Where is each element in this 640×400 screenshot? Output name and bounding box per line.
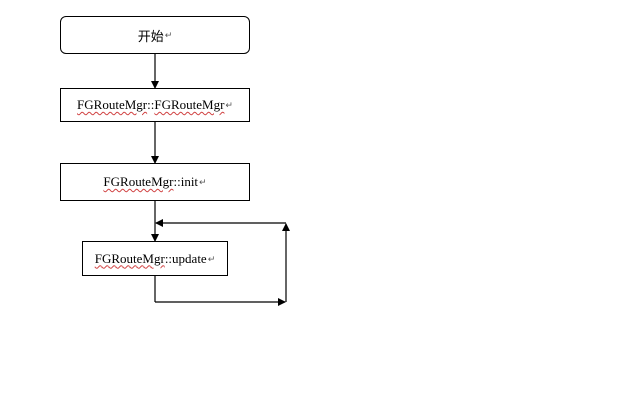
- paragraph-mark-icon: ↵: [164, 31, 173, 41]
- paragraph-mark-icon: ↵: [199, 178, 207, 188]
- scope-separator: ::: [147, 97, 155, 112]
- start-label: 开始: [137, 28, 164, 44]
- method-name: update: [172, 250, 207, 266]
- class-name: FGRouteMgr: [103, 174, 174, 189]
- method-name: FGRouteMgr: [154, 97, 225, 112]
- scope-separator: ::: [164, 250, 173, 266]
- paragraph-mark-icon: ↵: [225, 101, 233, 111]
- scope-separator: ::: [173, 174, 181, 189]
- class-name: FGRouteMgr: [77, 97, 148, 112]
- constructor-node: FGRouteMgr:: FGRouteMgr↵: [60, 88, 250, 122]
- init-node: FGRouteMgr:: init↵: [60, 163, 250, 201]
- class-name: FGRouteMgr: [94, 250, 165, 266]
- method-name: init: [180, 174, 199, 189]
- update-node: FGRouteMgr:: update↵: [82, 241, 228, 276]
- start-node: 开始↵: [60, 16, 250, 54]
- paragraph-mark-icon: ↵: [207, 254, 216, 265]
